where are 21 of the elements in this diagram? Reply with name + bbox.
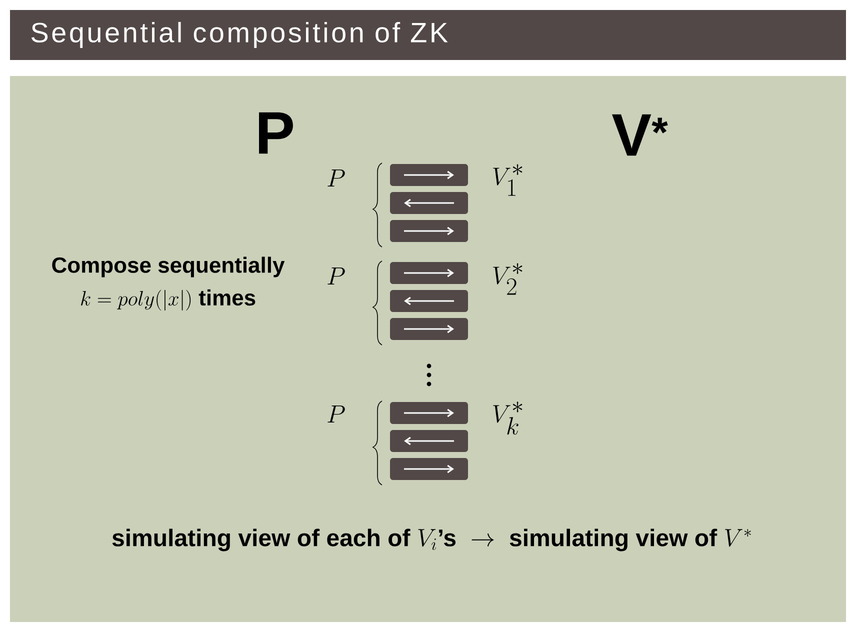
big-letter: P: [259, 112, 293, 154]
message-box: [390, 220, 468, 242]
message-box: [390, 192, 468, 214]
prover-label: $P$: [328, 268, 345, 284]
prover-label: $P$: [328, 170, 345, 186]
verifier-label: $V_2^*$: [493, 263, 522, 295]
verifier-label: $V_k^*$: [493, 402, 522, 435]
message-box: [390, 290, 468, 312]
title-bar: Sequential composition of ZK: [10, 10, 846, 60]
message-box: [390, 318, 468, 340]
big-letter: V$^{*}$: [612, 114, 668, 156]
summary-text: $\text{simulating view of each of }V_i\text{’s} \;\rightarrow\; \text{simulating view of }V^*$: [112, 528, 751, 552]
caption-text: Compose sequentially: [52, 256, 285, 278]
verifier-label: $V_1^*$: [493, 164, 522, 196]
message-box: [390, 430, 468, 452]
prover-label: $P$: [328, 406, 345, 422]
message-box: [390, 458, 468, 480]
message-box: [390, 402, 468, 424]
caption-text: $k = poly(|x|)\text{ times}$: [81, 289, 256, 311]
message-box: [390, 262, 468, 284]
message-box: [390, 164, 468, 186]
